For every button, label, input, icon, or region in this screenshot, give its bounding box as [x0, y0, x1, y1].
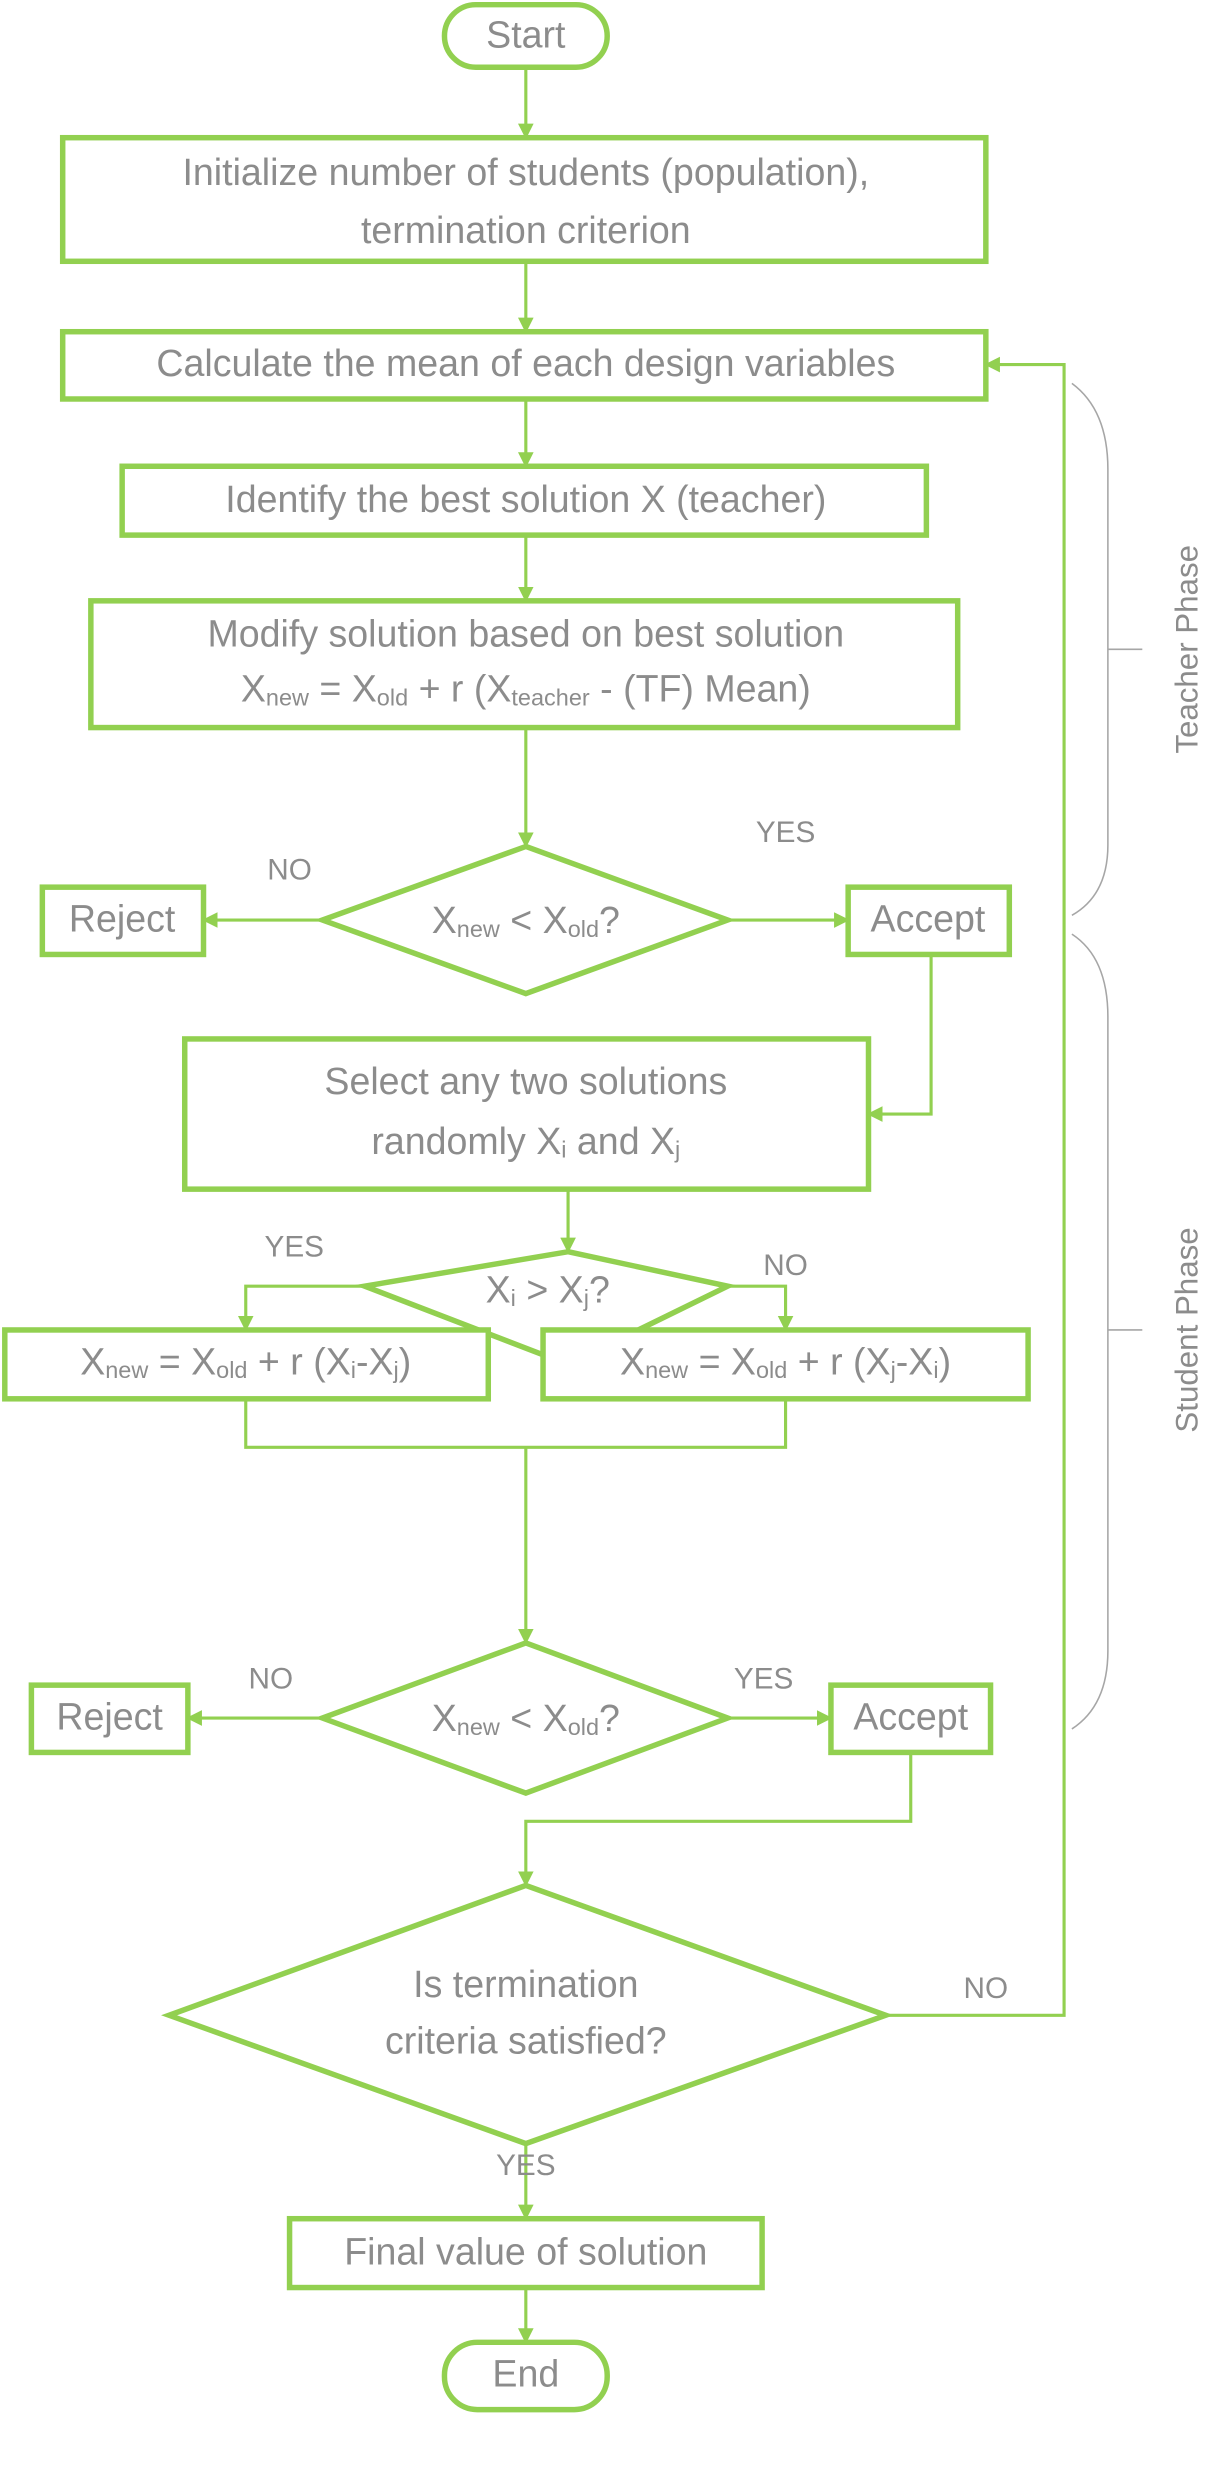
modify-box	[88, 598, 961, 731]
accept-box-1	[845, 884, 1013, 958]
teacher-phase-label: Teacher Phase	[1170, 545, 1205, 754]
accept-label-1: Accept	[871, 898, 986, 940]
termination-no: NO	[964, 1972, 1009, 2005]
update-left-box	[2, 1327, 492, 1402]
decision-2-yes: YES	[265, 1230, 324, 1263]
select-line1: Select any two solutions	[324, 1060, 727, 1102]
mean-label: Calculate the mean of each design variab…	[156, 342, 895, 384]
decision-1-no: NO	[267, 853, 312, 886]
reject-label-2: Reject	[56, 1695, 163, 1737]
init-line1: Initialize number of students (populatio…	[182, 151, 869, 193]
accept-label-2: Accept	[853, 1695, 968, 1737]
termination-yes: YES	[496, 2149, 555, 2182]
decision-1-label: Xnew < Xold?	[432, 899, 620, 942]
init-box	[59, 134, 989, 265]
merge-line	[244, 1398, 788, 1449]
decision-2-no: NO	[763, 1249, 808, 1282]
arrow-no	[727, 1284, 794, 1332]
init-line2: termination criterion	[361, 209, 691, 251]
reject-box-1	[39, 884, 207, 958]
decision-2-label: Xi > Xj?	[486, 1268, 610, 1311]
identify-label: Identify the best solution X (teacher)	[225, 478, 826, 520]
teacher-phase-brace	[1071, 382, 1109, 917]
end-terminal	[441, 2339, 610, 2413]
select-line2: randomly Xi and Xj	[371, 1120, 680, 1163]
arrow	[866, 954, 933, 1122]
decision-3-no: NO	[249, 1662, 294, 1695]
mean-box	[59, 328, 989, 402]
end-label: End	[492, 2353, 559, 2395]
accept-box-2	[828, 1682, 994, 1756]
start-terminal	[441, 1, 610, 71]
decision-3-yes: YES	[734, 1662, 793, 1695]
student-phase-label: Student Phase	[1170, 1227, 1205, 1432]
decision-3-diamond	[314, 1639, 736, 1797]
identify-box	[119, 463, 930, 538]
arrow-loop-no	[885, 356, 1066, 2017]
update-right-box	[540, 1327, 1031, 1402]
select-box	[181, 1036, 872, 1192]
termination-line2: criteria satisfied?	[385, 2019, 667, 2061]
termination-diamond	[161, 1882, 894, 2147]
modify-line1: Modify solution based on best solution	[208, 613, 845, 655]
reject-box-2	[28, 1682, 191, 1756]
final-box	[286, 2215, 765, 2291]
decision-1-yes: YES	[756, 816, 815, 849]
decision-3-label: Xnew < Xold?	[432, 1697, 620, 1740]
update-right-formula: Xnew = Xold + r (Xj-Xi)	[620, 1340, 951, 1383]
termination-line1: Is termination	[413, 1963, 638, 2005]
modify-formula: Xnew = Xold + r (Xteacher - (TF) Mean)	[241, 668, 811, 711]
start-label: Start	[486, 13, 566, 55]
update-left-formula: Xnew = Xold + r (Xi-Xj)	[80, 1340, 411, 1383]
arrow	[518, 1752, 913, 1887]
connectors	[186, 67, 1066, 2344]
reject-label-1: Reject	[69, 898, 176, 940]
decision-1-diamond	[314, 843, 736, 997]
final-label: Final value of solution	[344, 2231, 707, 2273]
student-phase-brace	[1071, 933, 1109, 1730]
arrow-yes	[237, 1284, 365, 1332]
